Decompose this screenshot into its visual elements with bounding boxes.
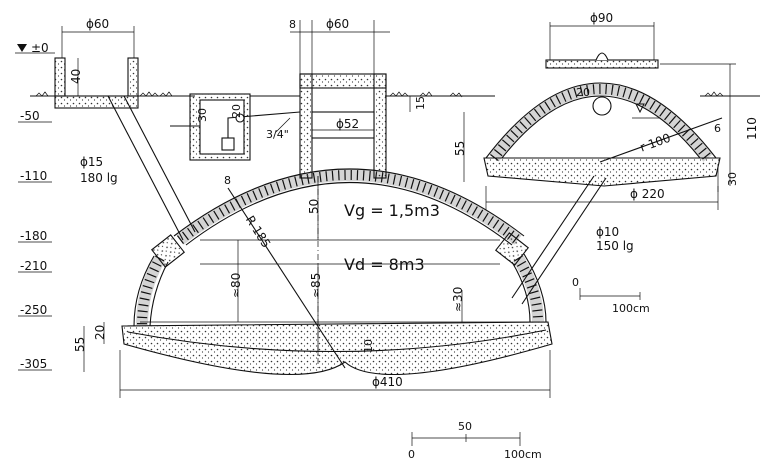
small-scale-end-label: 100cm xyxy=(612,302,650,315)
level-zero-triangle-icon xyxy=(17,44,27,52)
base-diameter-label: ϕ410 xyxy=(372,375,403,389)
water-level-triangle-icon xyxy=(635,103,645,114)
valve-icon xyxy=(235,113,245,123)
main-scale-zero-label: 0 xyxy=(408,448,415,461)
valve-chamber-top-label: 20 xyxy=(230,104,243,118)
overflow-opening-icon xyxy=(592,96,612,116)
main-scale-mid-label: 50 xyxy=(458,420,472,433)
inlet-diameter-label: ϕ60 xyxy=(86,17,109,31)
wall-height-label: ≈80 xyxy=(229,273,243,298)
cover-handle-icon xyxy=(595,52,609,61)
level-label: -250 xyxy=(20,303,47,317)
comp-height-label: 110 xyxy=(745,117,759,140)
digester-volume-label: Vd = 8m3 xyxy=(344,255,425,274)
inlet-pipe: ϕ15 180 lg xyxy=(80,95,196,241)
base-depth-label: 55 xyxy=(73,337,87,352)
overflow-depth-label: 20 xyxy=(576,86,590,99)
valve-chamber-depth-label: 30 xyxy=(196,108,209,122)
level-label: -210 xyxy=(20,259,47,273)
shaft-wall-label: 8 xyxy=(289,18,296,31)
level-label: -110 xyxy=(20,169,47,183)
level-label: -180 xyxy=(20,229,47,243)
shaft-cover-label: 15 xyxy=(414,96,427,110)
small-scale-bar: 0 100cm xyxy=(572,276,650,315)
gas-volume-label: Vg = 1,5m3 xyxy=(344,201,440,220)
inlet-chamber: ϕ60 40 xyxy=(54,17,139,109)
main-scale-end-label: 100cm xyxy=(504,448,542,461)
comp-diameter-label: ϕ 220 xyxy=(630,187,665,201)
digester-dome: 8 R 185 50 ≈80 ≈85 ≈30 20 55 10 Vg = 1,5… xyxy=(73,168,553,398)
dome-thickness-label: 8 xyxy=(224,174,231,187)
gas-dome-shaft: ϕ52 8 ϕ60 15 55 xyxy=(289,17,467,182)
base-center-label: 10 xyxy=(362,339,375,353)
level-label: -50 xyxy=(20,109,40,123)
shaft-diameter-top-label: ϕ60 xyxy=(326,17,349,31)
gas-zone-height-label: 50 xyxy=(307,199,321,214)
gas-pipe-size-label: 3/4" xyxy=(266,128,289,141)
shaft-diameter-label: ϕ52 xyxy=(336,117,359,131)
dome-radius-label: R 185 xyxy=(243,213,273,250)
slope-height-label: ≈30 xyxy=(451,287,465,312)
level-label: ±0 xyxy=(31,41,49,55)
ground-line xyxy=(30,91,760,98)
base-edge-label: 20 xyxy=(93,325,107,340)
level-markers: ±0 -50 -110 -180 -210 -250 -305 xyxy=(15,41,55,371)
main-scale-bar: 0 50 100cm xyxy=(408,420,542,461)
inlet-depth-label: 40 xyxy=(69,69,83,84)
level-label: -305 xyxy=(20,357,47,371)
outlet-pipe-diameter-label: ϕ10 xyxy=(596,225,619,239)
comp-wall-label: 6 xyxy=(714,122,721,135)
outlet-pipe: ϕ10 150 lg xyxy=(511,175,634,305)
inlet-pipe-length-label: 180 lg xyxy=(80,171,118,185)
shaft-height-label: 55 xyxy=(453,141,467,156)
small-scale-zero-label: 0 xyxy=(572,276,579,289)
comp-radius-label: r 100 xyxy=(638,131,673,155)
inlet-pipe-diameter-label: ϕ15 xyxy=(80,155,103,169)
outlet-pipe-length-label: 150 lg xyxy=(596,239,634,253)
compensation-chamber: ϕ90 20 6 r 100 110 30 ϕ 220 xyxy=(483,11,759,210)
cover-diameter-label: ϕ90 xyxy=(590,11,613,25)
center-depth-label: ≈85 xyxy=(309,273,323,298)
comp-base-label: 30 xyxy=(726,172,739,186)
gas-valve-chamber: 20 30 3/4" xyxy=(170,93,301,161)
